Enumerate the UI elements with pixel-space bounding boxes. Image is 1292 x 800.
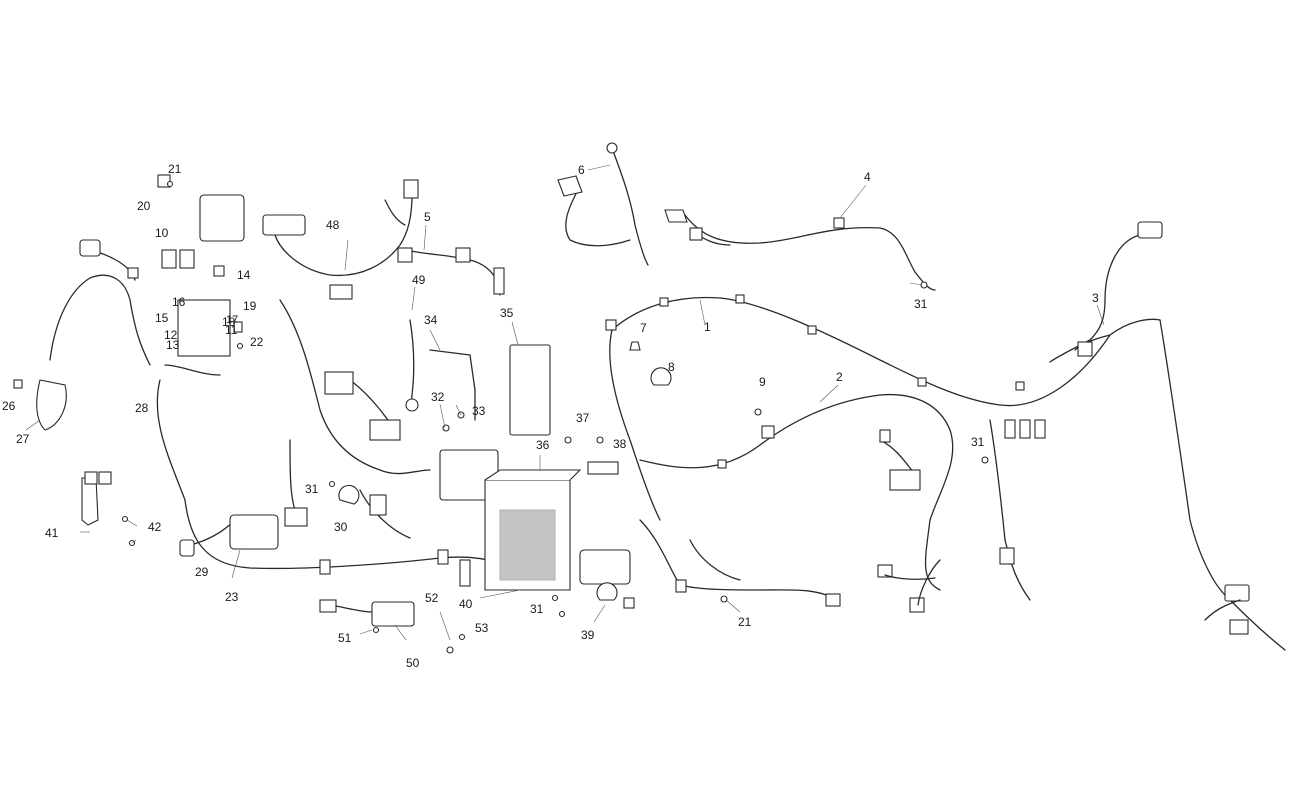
callout-52: 52 — [425, 591, 439, 605]
callout-19: 19 — [243, 299, 257, 313]
callout-3: 3 — [1092, 291, 1099, 305]
callout-14: 14 — [237, 268, 251, 282]
callout-34: 34 — [424, 313, 438, 327]
callout-50: 50 — [406, 656, 420, 670]
callout-31b: 31 — [305, 482, 319, 496]
callout-labels: 1 2 3 4 5 6 7 8 9 10 11 12 13 14 15 16 1… — [2, 162, 1099, 670]
callout-51: 51 — [338, 631, 352, 645]
callout-23: 23 — [225, 590, 239, 604]
main-harness-1 — [605, 294, 1161, 521]
callout-21a: 21 — [168, 162, 182, 176]
leader-lines — [25, 164, 1105, 641]
callout-41: 41 — [45, 526, 59, 540]
callout-22: 22 — [250, 335, 264, 349]
bracket-41 — [81, 471, 112, 526]
callout-17: 17 — [226, 314, 238, 326]
callout-13: 13 — [166, 338, 180, 352]
callout-33: 33 — [472, 404, 486, 418]
callout-29: 29 — [195, 565, 209, 579]
callout-42: 42 — [148, 520, 162, 534]
fuse-relay-area — [157, 174, 245, 357]
callout-1: 1 — [704, 320, 711, 334]
left-harness — [13, 239, 151, 431]
callout-26: 26 — [2, 399, 16, 413]
callout-31a: 31 — [914, 297, 928, 311]
callout-9: 9 — [759, 375, 766, 389]
callout-20: 20 — [137, 199, 151, 213]
callout-21b: 21 — [738, 615, 752, 629]
callout-18: 18 — [222, 315, 236, 329]
harness-6 — [557, 142, 649, 266]
callout-4: 4 — [864, 170, 871, 184]
callout-31d: 31 — [971, 435, 985, 449]
lower-center-harness — [596, 519, 841, 609]
harness-3 — [1049, 221, 1286, 651]
harness-5 — [397, 247, 505, 296]
callout-6: 6 — [578, 163, 585, 177]
callout-38: 38 — [613, 437, 627, 451]
callout-11: 11 — [225, 323, 238, 337]
battery-ecu-area — [429, 344, 631, 591]
callout-28: 28 — [135, 401, 149, 415]
callout-8: 8 — [668, 360, 675, 374]
callout-15: 15 — [155, 311, 169, 325]
callout-32: 32 — [431, 390, 445, 404]
callout-48: 48 — [326, 218, 340, 232]
callout-39: 39 — [581, 628, 595, 642]
callout-37: 37 — [576, 411, 590, 425]
callout-7: 7 — [640, 321, 647, 335]
part-50 — [319, 599, 415, 627]
callout-12: 12 — [164, 328, 178, 342]
harness-48 — [262, 179, 419, 277]
callout-40: 40 — [459, 597, 473, 611]
callout-49: 49 — [412, 273, 426, 287]
callout-27: 27 — [16, 432, 30, 446]
center-harness — [279, 284, 431, 539]
callout-2: 2 — [836, 370, 843, 384]
front-harness — [156, 364, 491, 587]
callout-35: 35 — [500, 306, 514, 320]
right-connector-cluster — [877, 419, 1046, 613]
callout-16: 16 — [172, 295, 186, 309]
callout-5: 5 — [424, 210, 431, 224]
callout-31c: 31 — [530, 602, 544, 616]
callout-30: 30 — [334, 520, 348, 534]
harness-4 — [664, 209, 936, 291]
callout-53: 53 — [475, 621, 489, 635]
callout-36: 36 — [536, 438, 550, 452]
main-harness-2 — [639, 393, 954, 591]
callout-10: 10 — [155, 226, 169, 240]
